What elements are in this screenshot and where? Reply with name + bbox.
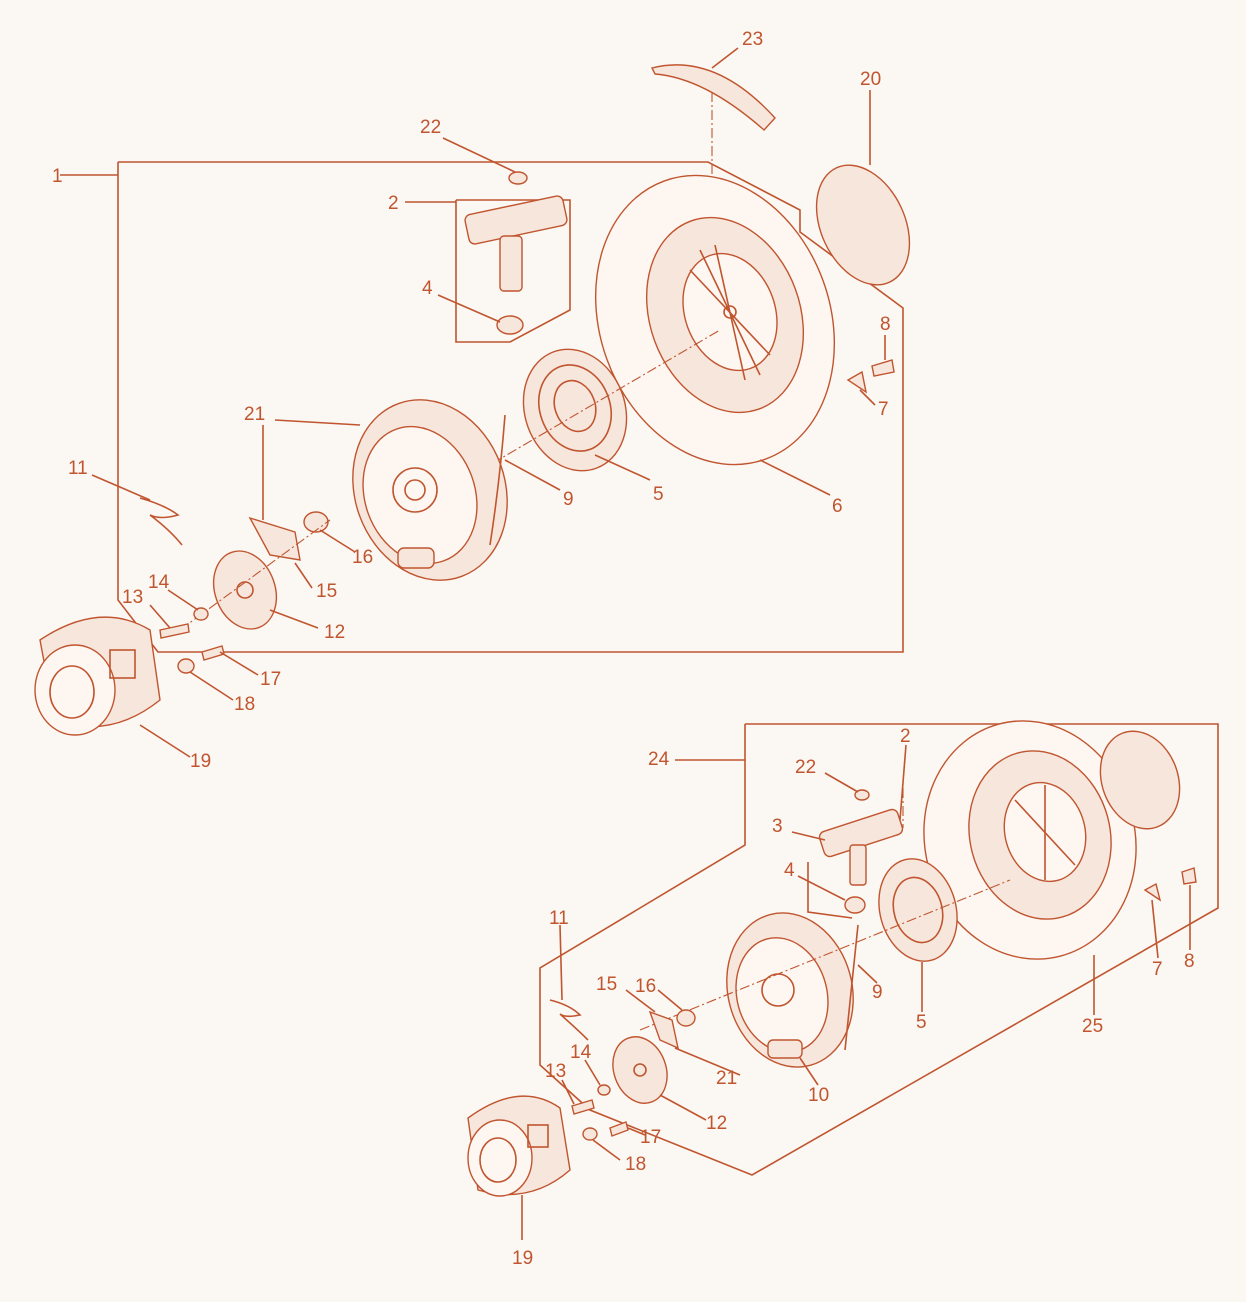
callout-13: 13 (545, 1061, 566, 1082)
callout-12: 12 (706, 1113, 727, 1134)
callout-16: 16 (635, 976, 656, 997)
cover-disc-part (1099, 730, 1181, 830)
callout-14: 14 (570, 1042, 592, 1063)
callout-1: 1 (52, 166, 63, 187)
callout-9: 9 (563, 489, 574, 510)
callout-8: 8 (880, 314, 891, 335)
friction-plate-part (212, 550, 278, 630)
screw-part (159, 623, 190, 639)
cover-screw-part (1181, 867, 1197, 885)
cover-screw-part (871, 359, 895, 377)
starter-rope-part (844, 924, 859, 1051)
assembly-bottom: 2 24 22 3 4 11 7 8 15 16 9 5 25 14 13 21… (467, 720, 1219, 1269)
assembly-top: 23 20 22 1 2 4 8 7 21 11 9 5 6 16 14 15 … (34, 29, 911, 772)
starter-housing-part (594, 174, 836, 466)
callout-7: 7 (1152, 959, 1163, 980)
callout-2: 2 (388, 193, 399, 214)
callout-10: 10 (808, 1085, 829, 1106)
callout-14: 14 (148, 572, 170, 593)
rope-pulley-part (352, 399, 508, 581)
callout-25: 25 (1082, 1016, 1103, 1037)
lock-washer-part (177, 658, 195, 674)
washer-part (193, 607, 209, 621)
callout-24: 24 (648, 749, 670, 770)
ratchet-pawl-part (648, 1010, 679, 1050)
assembly-bottom-boundary (539, 723, 1219, 1176)
starter-cup-part (34, 616, 161, 736)
callout-22: 22 (420, 117, 441, 138)
callout-19: 19 (512, 1248, 533, 1269)
friction-plate-part (612, 1036, 668, 1104)
callout-5: 5 (653, 484, 664, 505)
callout-4: 4 (422, 278, 433, 299)
starter-handle-part (464, 195, 568, 245)
rope-pulley-part (726, 912, 854, 1068)
spring-ring-part (303, 511, 329, 533)
spring-ring-part (676, 1009, 696, 1027)
callout-23: 23 (742, 29, 763, 50)
callout-5: 5 (916, 1012, 927, 1033)
starter-rope-part (489, 414, 506, 546)
recoil-spring-part (878, 858, 958, 962)
callout-21: 21 (244, 404, 265, 425)
callout-11: 11 (68, 458, 88, 479)
callout-12: 12 (324, 622, 345, 643)
handle-bushing-part (496, 315, 524, 335)
callout-15: 15 (316, 581, 337, 602)
recoil-spring-part (522, 348, 628, 472)
callout-17: 17 (640, 1127, 661, 1148)
callout-20: 20 (860, 69, 881, 90)
bolt-part (609, 1121, 629, 1137)
lock-washer-part (582, 1127, 598, 1141)
callout-19: 19 (190, 751, 211, 772)
cover-clip-part (1143, 882, 1162, 902)
grommet-part (854, 789, 870, 801)
callout-11: 11 (549, 908, 569, 929)
cover-disc-part (815, 164, 911, 286)
assembly-top-boundary (117, 161, 904, 653)
cover-clip-part (846, 370, 868, 394)
callout-8: 8 (1184, 951, 1195, 972)
handle-bushing-part (844, 896, 866, 914)
callout-2: 2 (900, 726, 911, 747)
starter-cup-part (467, 1095, 571, 1197)
callout-4: 4 (784, 860, 795, 881)
callout-13: 13 (122, 587, 143, 608)
callout-9: 9 (872, 982, 883, 1003)
callout-18: 18 (234, 694, 255, 715)
callout-7: 7 (878, 399, 889, 420)
callout-16: 16 (352, 547, 373, 568)
screw-part (571, 1099, 595, 1115)
spring-clip-part (549, 999, 589, 1041)
callout-21: 21 (716, 1068, 737, 1089)
grommet-part (508, 171, 528, 185)
spring-clip-part (139, 497, 183, 546)
callout-18: 18 (625, 1154, 646, 1175)
callout-22: 22 (795, 757, 816, 778)
ratchet-pawl-part (248, 516, 301, 561)
starter-housing-part (923, 720, 1137, 960)
callout-6: 6 (832, 496, 843, 517)
washer-part (597, 1084, 611, 1096)
callout-15: 15 (596, 974, 617, 995)
grip-strip-part (650, 64, 776, 131)
callout-3: 3 (772, 816, 783, 837)
callout-17: 17 (260, 669, 281, 690)
